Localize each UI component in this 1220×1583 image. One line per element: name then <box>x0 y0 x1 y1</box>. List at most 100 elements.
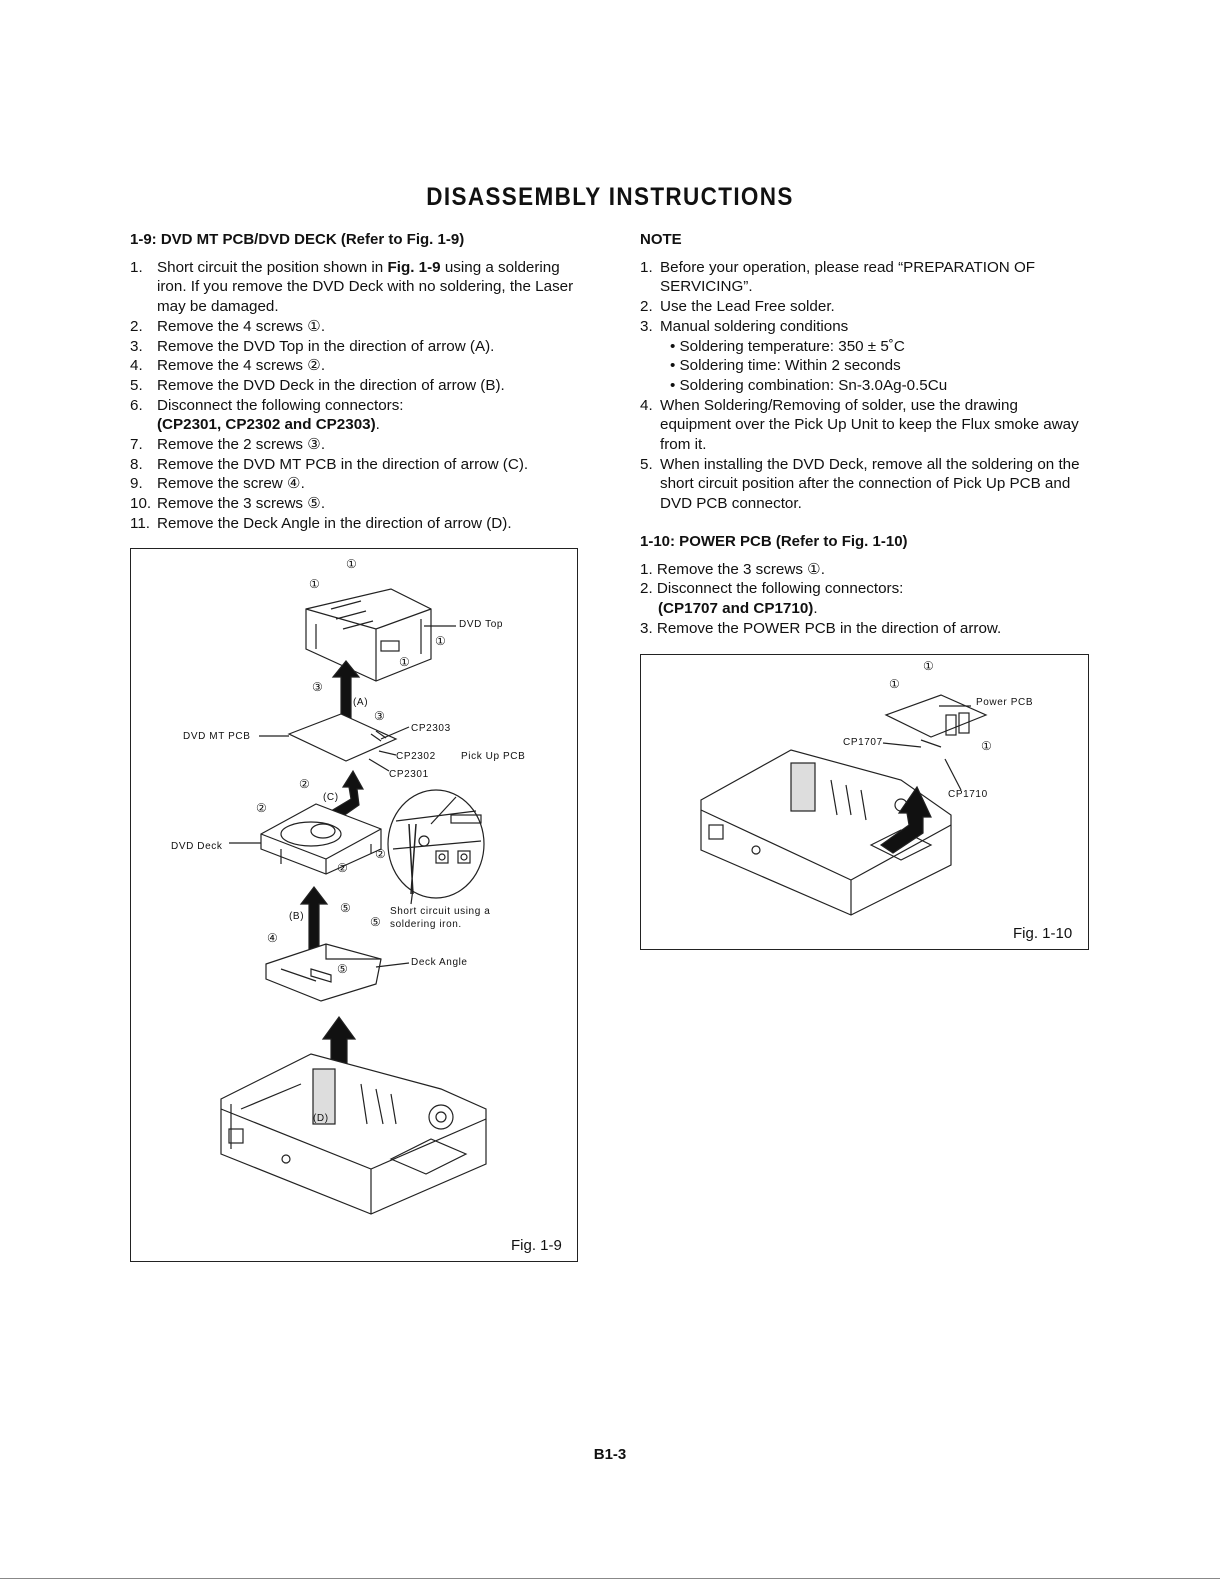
bottom-divider <box>0 1578 1220 1579</box>
arrow-c <box>330 769 365 820</box>
screw-1-callout: ① <box>923 659 934 673</box>
screw-1-callout: ① <box>346 557 357 571</box>
screw-1-callout: ① <box>889 677 900 691</box>
step-text: Remove the DVD Deck in the direction of … <box>157 376 505 394</box>
chassis-drawing <box>220 1053 487 1215</box>
section-1-10-step: 1. Remove the 3 screws ①. <box>640 560 825 578</box>
list-item: 2.Use the Lead Free solder. <box>640 298 835 316</box>
note-text: When Soldering/Removing of solder, use t… <box>660 396 1079 454</box>
label-cp2302: CP2302 <box>396 751 436 762</box>
list-item: 3.Remove the DVD Top in the direction of… <box>130 337 495 355</box>
list-item: 4.Remove the 4 screws ②. <box>130 357 326 375</box>
note-section: NOTE 1.Before your operation, please rea… <box>640 230 1090 638</box>
section-1-9-steps: 1.Short circuit the position shown in Fi… <box>130 258 580 534</box>
list-item: 6.Disconnect the following connectors:(C… <box>130 396 404 434</box>
fig-ref: Fig. 1-9 <box>387 258 441 276</box>
list-item: 11.Remove the Deck Angle in the directio… <box>130 514 512 532</box>
label-arrow-c: (C) <box>323 792 339 803</box>
figure-1-10: ① ① Power PCB CP1707 ① CP1710 Fig. 1-10 <box>640 654 1089 950</box>
page-title: DISASSEMBLY INSTRUCTIONS <box>426 183 794 211</box>
list-item: 5.Remove the DVD Deck in the direction o… <box>130 376 505 394</box>
label-dvd-top: DVD Top <box>459 619 504 630</box>
screw-1-callout: ① <box>435 634 446 648</box>
label-power-pcb: Power PCB <box>976 697 1034 708</box>
note-list: 1.Before your operation, please read “PR… <box>640 258 1090 514</box>
note-text: Use the Lead Free solder. <box>660 298 835 316</box>
step-text: Remove the 3 screws ⑤. <box>157 495 326 513</box>
note-subitem: • Soldering time: Within 2 seconds <box>670 357 901 375</box>
figure-1-10-drawing <box>700 694 988 916</box>
list-item: 1.Short circuit the position shown in Fi… <box>130 258 574 316</box>
label-cp1710: CP1710 <box>948 789 988 800</box>
label-dvd-deck: DVD Deck <box>171 841 223 852</box>
label-short-circuit: Short circuit using a <box>390 906 491 917</box>
note-subitem: • Soldering combination: Sn-3.0Ag-0.5Cu <box>670 376 948 394</box>
step-text: Short circuit the position shown in <box>157 258 388 276</box>
label-deck-angle: Deck Angle <box>411 957 468 968</box>
figure-caption: Fig. 1-10 <box>1013 925 1073 942</box>
power-pcb-arrow <box>879 785 932 854</box>
section-1-10-step: 3. Remove the POWER PCB in the direction… <box>640 619 1002 637</box>
step-text: Disconnect the following connectors: <box>157 396 404 414</box>
label-pick-up-pcb: Pick Up PCB <box>461 751 526 762</box>
label-cp2303: CP2303 <box>411 723 451 734</box>
label-cp2301: CP2301 <box>389 769 429 780</box>
section-1-9: 1-9: DVD MT PCB/DVD DECK (Refer to Fig. … <box>130 230 580 534</box>
list-item: 10.Remove the 3 screws ⑤. <box>130 495 326 513</box>
label-arrow-b: (B) <box>289 911 305 922</box>
screw-1-callout: ① <box>309 577 320 591</box>
screw-2-callout: ② <box>375 847 386 861</box>
screw-2-callout: ② <box>299 777 310 791</box>
note-text: Before your operation, please read “PREP… <box>660 258 1036 296</box>
step-text: Remove the screw ④. <box>157 475 305 493</box>
note-heading: NOTE <box>640 231 682 248</box>
chassis-drawing <box>700 749 952 916</box>
screw-1-callout: ① <box>981 739 992 753</box>
note-text: Manual soldering conditions <box>660 317 849 335</box>
screw-4-callout: ④ <box>267 931 278 945</box>
list-item: 1.Before your operation, please read “PR… <box>640 258 1036 296</box>
list-item: 4.When Soldering/Removing of solder, use… <box>640 396 1079 454</box>
pickup-pcb-detail <box>387 789 485 899</box>
page-number: B1-3 <box>593 1446 627 1463</box>
note-text: When installing the DVD Deck, remove all… <box>660 455 1080 513</box>
screw-3-callout: ③ <box>374 709 385 723</box>
label-arrow-d: (D) <box>313 1113 329 1124</box>
screw-2-callout: ② <box>337 861 348 875</box>
list-item: 8.Remove the DVD MT PCB in the direction… <box>130 455 529 473</box>
dvd-top-drawing <box>305 588 432 682</box>
dvd-deck-drawing <box>260 803 382 875</box>
label-dvd-mt-pcb: DVD MT PCB <box>183 731 251 742</box>
note-subitem: • Soldering temperature: 350 ± 5˚C <box>670 337 905 355</box>
label-arrow-a: (A) <box>353 697 369 708</box>
connector-list: (CP1707 and CP1710) <box>658 599 814 617</box>
label-cp1707: CP1707 <box>843 737 883 748</box>
list-item: 7.Remove the 2 screws ③. <box>130 436 326 454</box>
list-item: 9.Remove the screw ④. <box>130 475 305 493</box>
section-1-9-heading: 1-9: DVD MT PCB/DVD DECK (Refer to Fig. … <box>130 231 465 248</box>
step-text: Remove the Deck Angle in the direction o… <box>157 514 512 532</box>
step-text: Remove the DVD MT PCB in the direction o… <box>157 455 529 473</box>
step-text: Remove the 2 screws ③. <box>157 436 326 454</box>
step-text: using a soldering iron. If you remove th… <box>157 258 574 316</box>
figure-1-9-drawing <box>220 588 487 1215</box>
connector-list: (CP2301, CP2302 and CP2303) <box>157 416 376 434</box>
figure-1-9: ① ① ① ① DVD Top ③ (A) ③ CP2303 DVD MT PC… <box>130 548 578 1262</box>
screw-1-callout: ① <box>399 655 410 669</box>
step-text: Remove the 4 screws ②. <box>157 357 326 375</box>
label-soldering-iron: soldering iron. <box>390 919 462 930</box>
section-1-10-heading: 1-10: POWER PCB (Refer to Fig. 1-10) <box>640 532 908 550</box>
list-item: 2.Remove the 4 screws ①. <box>130 317 326 335</box>
step-text: Remove the 4 screws ①. <box>157 317 326 335</box>
deck-angle-drawing <box>265 943 382 1002</box>
screw-5-callout: ⑤ <box>370 915 381 929</box>
section-1-10-step: 2. Disconnect the following connectors: <box>640 580 904 598</box>
list-item: 5.When installing the DVD Deck, remove a… <box>640 455 1080 513</box>
screw-2-callout: ② <box>256 801 267 815</box>
dvd-mt-pcb-drawing <box>287 713 398 762</box>
step-text: Remove the DVD Top in the direction of a… <box>157 337 495 355</box>
power-pcb-drawing <box>884 694 988 748</box>
list-item: 3.Manual soldering conditions • Solderin… <box>640 317 1090 396</box>
screw-3-callout: ③ <box>312 680 323 694</box>
figure-caption: Fig. 1-9 <box>511 1237 562 1254</box>
